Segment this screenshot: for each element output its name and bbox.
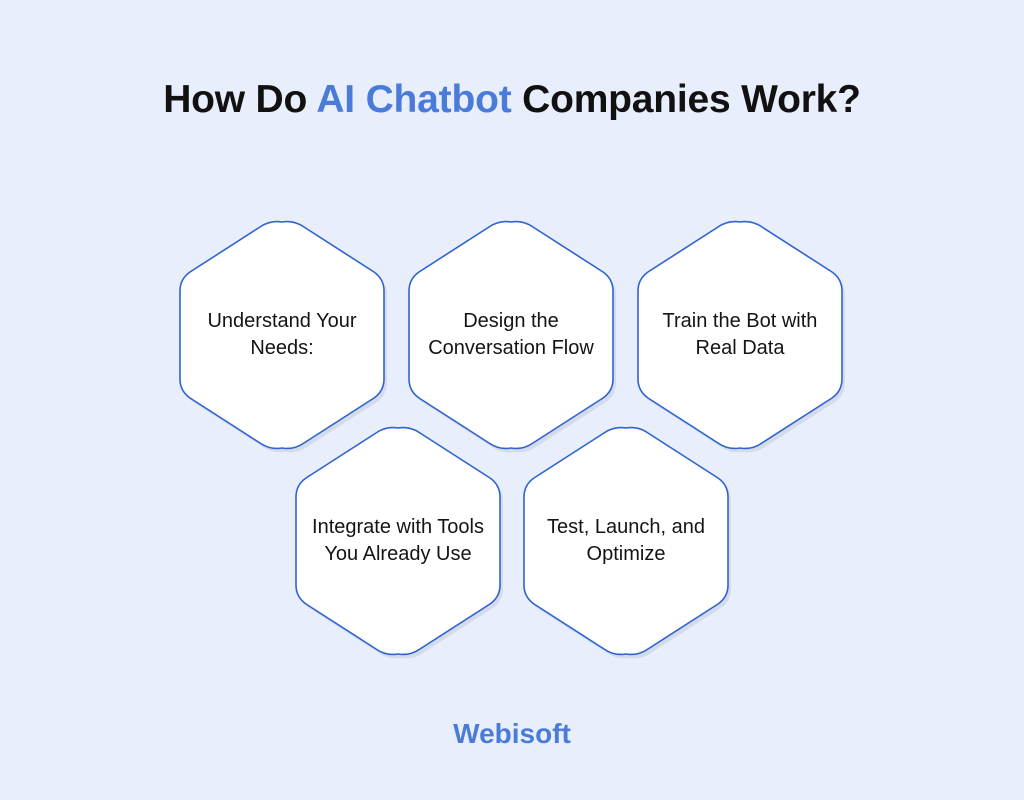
- hexagon-shape: [408, 220, 616, 453]
- step-design-flow: Design the Conversation Flow: [407, 220, 616, 453]
- step-integrate-tools: Integrate with Tools You Already Use: [294, 426, 503, 659]
- title-prefix: How Do: [163, 78, 317, 121]
- step-test-launch: Test, Launch, and Optimize: [522, 426, 731, 659]
- step-label: Design the Conversation Flow: [428, 310, 594, 359]
- hexagon-shape: [523, 426, 731, 659]
- hexagon-shape: [295, 426, 503, 659]
- step-label: Train the Bot with Real Data: [662, 310, 818, 359]
- step-understand-needs: Understand Your Needs:: [178, 220, 387, 453]
- hexagon-shape: [637, 220, 845, 453]
- step-label: Integrate with Tools You Already Use: [312, 516, 484, 565]
- step-train-bot: Train the Bot with Real Data: [636, 220, 845, 453]
- step-label: Understand Your Needs:: [207, 310, 357, 359]
- hexagon-shape: [179, 220, 387, 453]
- title-highlight: AI Chatbot: [316, 78, 512, 121]
- title-suffix: Companies Work?: [511, 78, 861, 121]
- brand-logo-text: Webisoft: [453, 718, 571, 749]
- step-label: Test, Launch, and Optimize: [547, 516, 705, 565]
- page-title: How Do AI Chatbot Companies Work?: [0, 78, 1024, 122]
